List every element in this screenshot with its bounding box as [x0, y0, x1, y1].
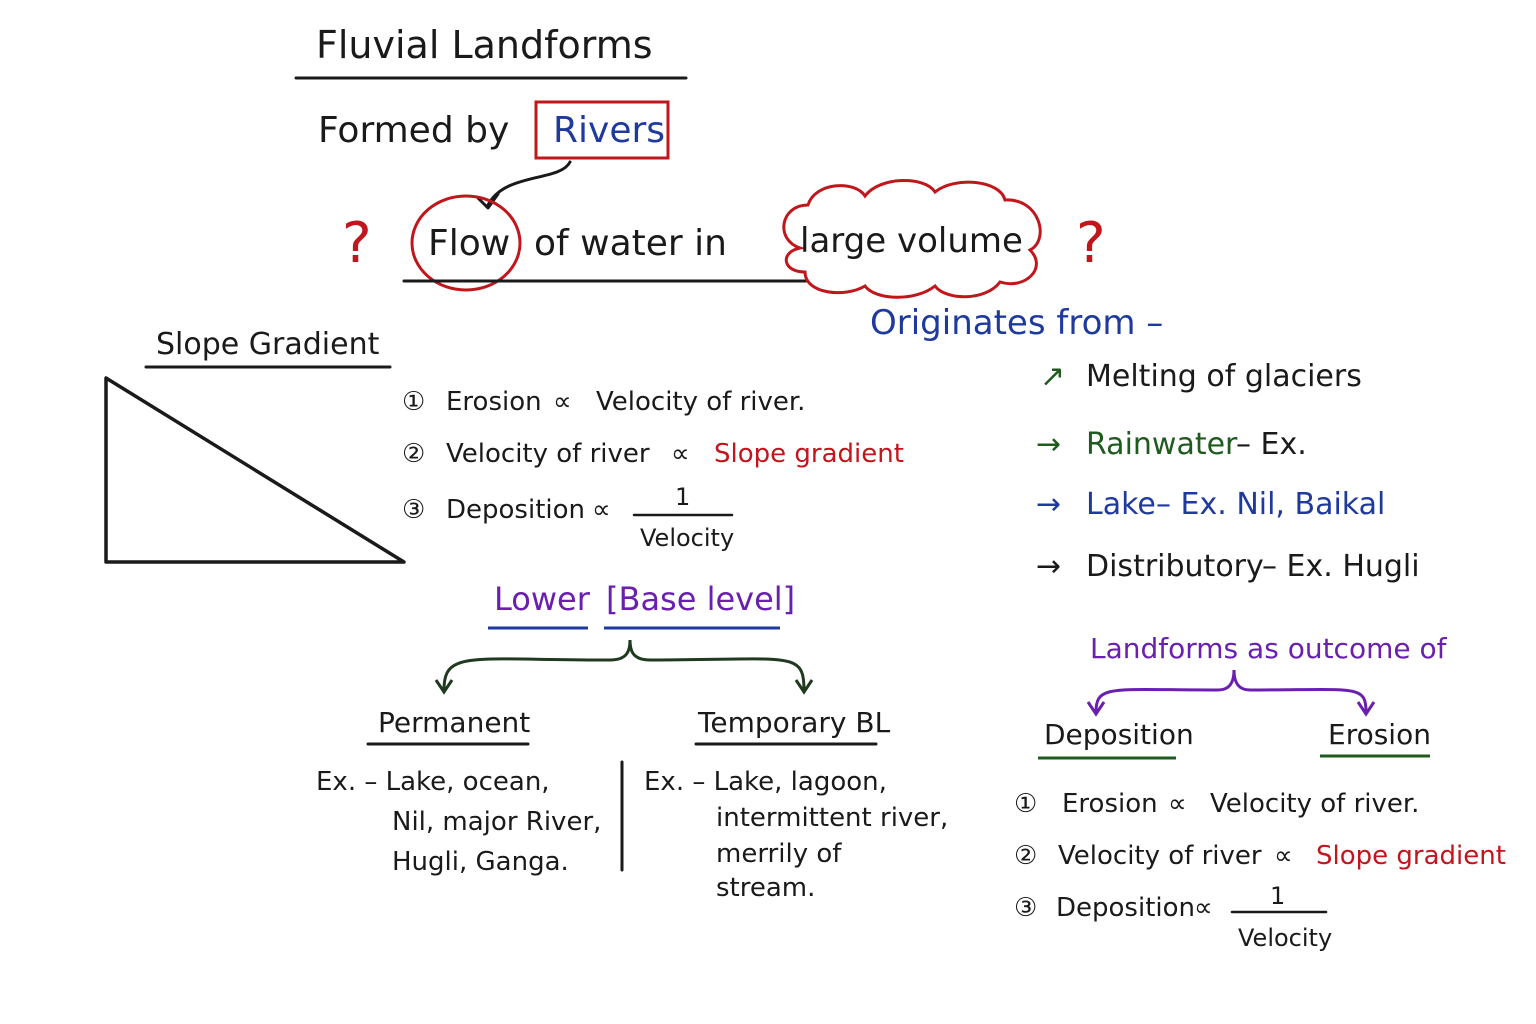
originates-item-2-text: Rainwater [1086, 427, 1238, 462]
erosion-heading: Erosion [1328, 718, 1431, 751]
relation-2-rhs-colored: Slope gradient [714, 439, 904, 469]
relation-1-proportional: ∝ [553, 387, 572, 417]
relation-2-number: ② [402, 439, 425, 469]
flow-circle [410, 194, 522, 292]
right-relation-2-rhs-colored: Slope gradient [1316, 841, 1506, 871]
temporary-line-2: intermittent river, [716, 803, 948, 833]
right-relation-3-proportional: ∝ [1194, 893, 1213, 923]
relation-1-rhs: Velocity of river. [596, 387, 805, 417]
outcome-arrow-left [1086, 701, 1106, 717]
right-relation-3-number: ③ [1014, 893, 1037, 923]
right-relation-3-denominator: Velocity [1238, 924, 1332, 952]
brace-arrow-right [794, 679, 814, 695]
rivers-text: Rivers [553, 110, 665, 151]
originates-item-4-arrow: → [1036, 549, 1061, 584]
relation-3-lhs: Deposition [446, 495, 585, 525]
originates-item-3-arrow: → [1036, 487, 1061, 522]
originates-item-3-suffix: – Ex. Nil, Baikal [1156, 487, 1385, 522]
deposition-heading: Deposition [1044, 718, 1194, 751]
permanent-line-3: Hugli, Ganga. [392, 847, 569, 877]
permanent-line-2: Nil, major River, [392, 807, 601, 837]
outcome-arrow-right [1356, 701, 1376, 717]
originates-heading: Originates from – [870, 303, 1163, 343]
relation-1-lhs: Erosion [446, 387, 542, 417]
rivers-box [534, 100, 670, 160]
right-relation-3-numerator: 1 [1270, 882, 1285, 910]
originates-item-2-suffix: – Ex. [1236, 427, 1307, 462]
permanent-heading: Permanent [378, 706, 530, 739]
right-relation-1-rhs: Velocity of river. [1210, 789, 1419, 819]
permanent-line-1: Ex. – Lake, ocean, [316, 767, 550, 797]
of-water-in-text: of water in [534, 223, 727, 264]
temporary-line-1: Ex. – Lake, lagoon, [644, 767, 887, 797]
temporary-line-4: stream. [716, 873, 815, 903]
relation-3-numerator: 1 [675, 483, 690, 511]
originates-item-1-arrow: ↗ [1040, 359, 1065, 394]
relations-right: ① Erosion ∝ Velocity of river. ② Velocit… [1014, 789, 1506, 952]
outcome-heading: Landforms as outcome of [1090, 632, 1448, 665]
relation-3-proportional: ∝ [592, 495, 611, 525]
outcome-brace [1094, 669, 1368, 713]
question-mark-left: ? [342, 211, 372, 276]
lower-text: Lower [494, 580, 591, 618]
originates-item-3-text: Lake [1086, 487, 1156, 522]
slope-heading: Slope Gradient [156, 327, 380, 362]
originates-item-4-suffix: – Ex. Hugli [1262, 549, 1420, 584]
relation-1-number: ① [402, 387, 425, 417]
right-relation-2-lhs: Velocity of river [1058, 841, 1262, 871]
title: Fluvial Landforms [316, 23, 653, 67]
relation-2-lhs: Velocity of river [446, 439, 650, 469]
base-level-text: [Base level] [606, 580, 795, 618]
right-relation-1-lhs: Erosion [1062, 789, 1158, 819]
right-relation-3-lhs: Deposition [1056, 893, 1195, 923]
brace-arrow-left [434, 679, 454, 695]
originates-item-2-arrow: → [1036, 427, 1061, 462]
rivers-arrow-head [476, 192, 500, 210]
formed-by-label: Formed by [318, 110, 509, 151]
base-level-brace [442, 639, 806, 691]
originates-item-1-text: Melting of glaciers [1086, 359, 1362, 394]
temporary-heading: Temporary BL [697, 706, 891, 739]
right-relation-1-number: ① [1014, 789, 1037, 819]
temporary-line-3: merrily of [716, 839, 842, 869]
rivers-arrow [486, 160, 572, 207]
right-relation-2-proportional: ∝ [1274, 841, 1293, 871]
relations-left: ① Erosion ∝ Velocity of river. ② Velocit… [402, 387, 904, 552]
relation-3-number: ③ [402, 495, 425, 525]
volume-cloud [782, 179, 1042, 299]
question-mark-right: ? [1076, 211, 1106, 276]
large-volume-text: large volume [800, 221, 1023, 261]
originates-item-4-text: Distributory [1086, 549, 1264, 584]
flow-text: Flow [428, 223, 510, 264]
right-relation-2-number: ② [1014, 841, 1037, 871]
relation-2-proportional: ∝ [671, 439, 690, 469]
right-relation-1-proportional: ∝ [1168, 789, 1187, 819]
relation-3-denominator: Velocity [640, 524, 734, 552]
slope-triangle [104, 376, 406, 564]
